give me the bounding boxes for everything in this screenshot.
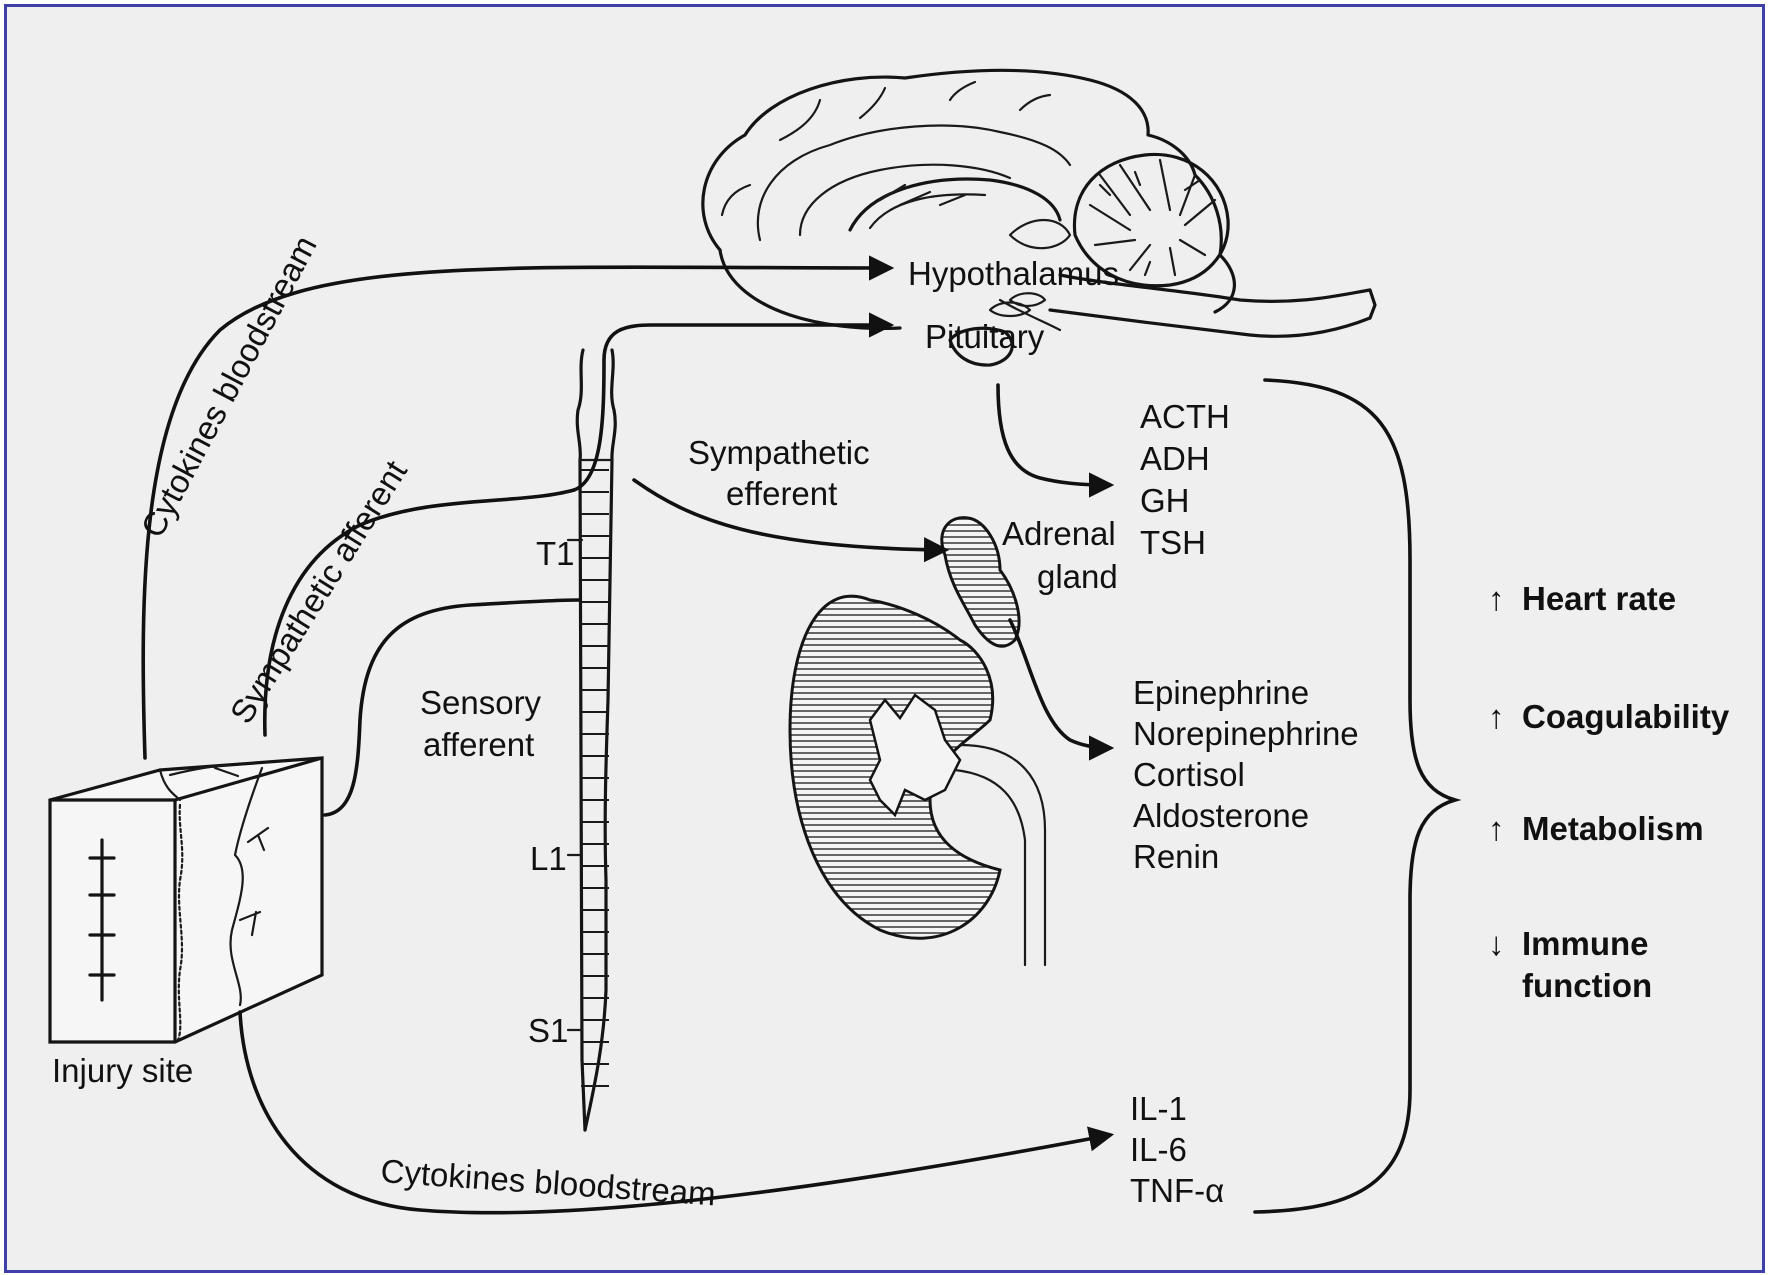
effect-direction-arrow: ↓: [1488, 925, 1505, 962]
pituitary-hormone: ACTH: [1140, 398, 1230, 435]
hypothalamus-label: Hypothalamus: [908, 255, 1119, 292]
effect-direction-arrow: ↑: [1488, 810, 1505, 847]
effects-list: ↑ Heart rate ↑ Coagulability ↑ Metabolism ↓ Imm…: [1488, 580, 1730, 1004]
spinal-cord: [577, 350, 615, 1130]
adrenal-gland-label-line1: Adrenal: [1002, 515, 1116, 552]
spine-t1-label: T1: [536, 535, 575, 572]
sensory-afferent-label-line1: Sensory: [420, 684, 542, 721]
spine-s1-label: S1: [528, 1012, 568, 1049]
adrenal-gland-label-line2: gland: [1037, 558, 1118, 595]
effect-label: Metabolism: [1522, 810, 1704, 847]
pituitary-label: Pituitary: [925, 318, 1045, 355]
adrenal-hormone: Aldosterone: [1133, 797, 1309, 834]
adrenal-hormones-list: EpinephrineNorepinephrineCortisolAldoste…: [1133, 674, 1359, 875]
sympathetic-efferent-label-line2: efferent: [726, 475, 837, 512]
pituitary-hormone: GH: [1140, 482, 1190, 519]
spine-l1-label: L1: [530, 840, 567, 877]
cytokine: IL-1: [1130, 1090, 1187, 1127]
adrenal-hormone: Renin: [1133, 838, 1219, 875]
effect-label: Heart rate: [1522, 580, 1676, 617]
cytokine: TNF-α: [1130, 1172, 1224, 1209]
sympathetic-afferent-label: Sympathetic afferent: [223, 454, 414, 730]
injury-site-block: [50, 758, 322, 1042]
effect-direction-arrow: ↑: [1488, 698, 1505, 735]
cytokines-top-label: Cytokines bloodstream: [134, 230, 324, 544]
adrenal-hormone: Epinephrine: [1133, 674, 1309, 711]
sympathetic-efferent-label-line1: Sympathetic: [688, 434, 870, 471]
sensory-afferent-label-line2: afferent: [423, 726, 534, 763]
effect-label: Coagulability: [1522, 698, 1730, 735]
pituitary-hormones-list: ACTH ADH GH TSH: [1140, 398, 1230, 561]
effect-label: Immune: [1522, 925, 1649, 962]
pituitary-hormone: ADH: [1140, 440, 1210, 477]
injury-site-label: Injury site: [52, 1052, 193, 1089]
effect-direction-arrow: ↑: [1488, 580, 1505, 617]
kidney-illustration: [790, 518, 1045, 965]
pituitary-hormone: TSH: [1140, 524, 1206, 561]
effect-label-line2: function: [1522, 967, 1652, 1004]
adrenal-hormone: Cortisol: [1133, 756, 1245, 793]
adrenal-hormone: Norepinephrine: [1133, 715, 1359, 752]
cytokine: IL-6: [1130, 1131, 1187, 1168]
cytokines-bottom-label: Cytokines bloodstream: [380, 1152, 717, 1212]
